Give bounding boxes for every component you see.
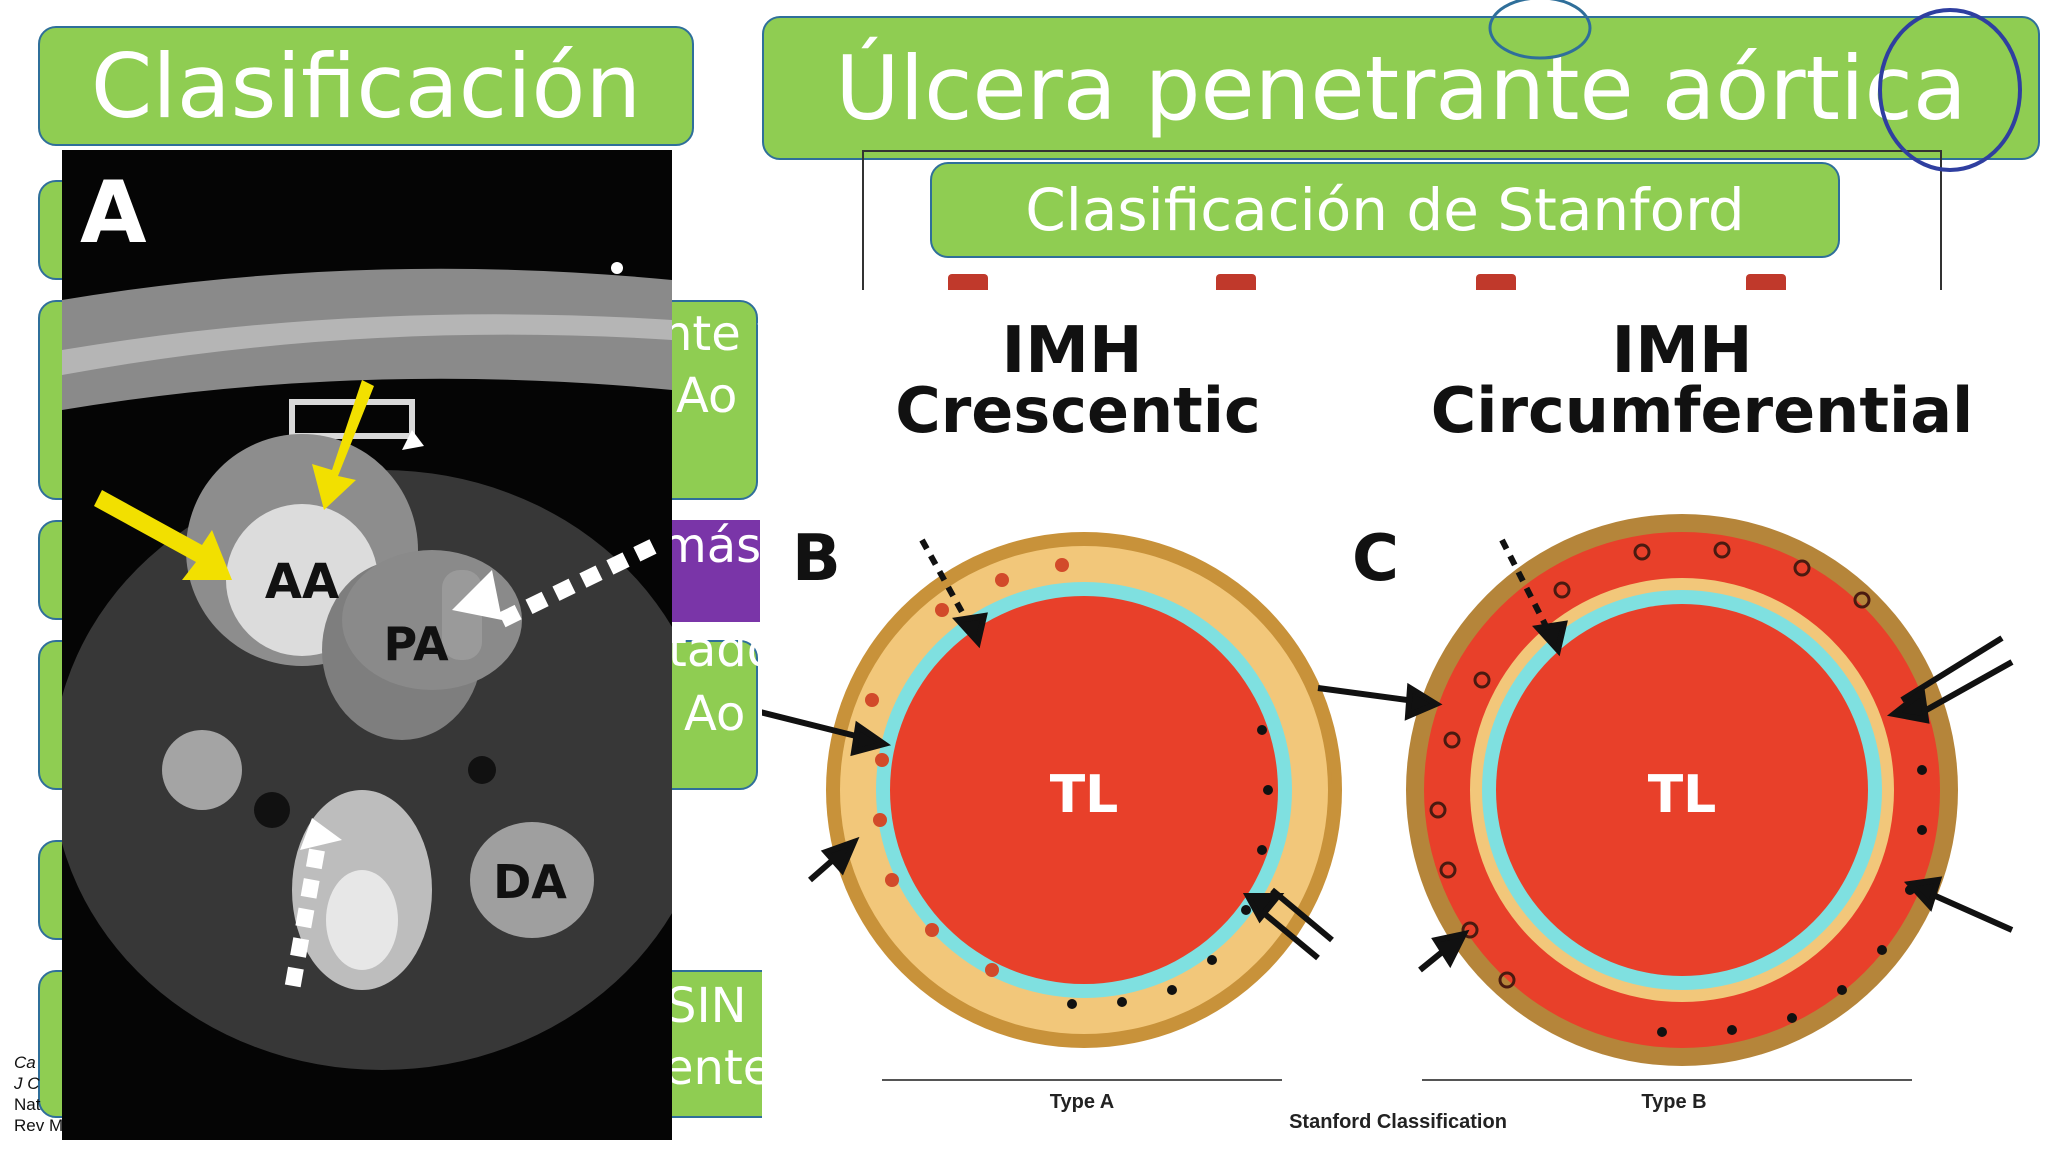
purple-highlight-box [660,520,760,622]
decorative-circles [1488,0,2022,172]
slide-title-right-text: Úlcera penetrante aórtica [835,36,1967,140]
right-panel-letter: C [1352,522,1399,596]
ct-label-aa: AA [265,554,339,610]
citation-line-2: J C [14,1074,40,1093]
slide-title-left-text: Clasificación [90,34,642,138]
left-title-line2: Crescentic [895,374,1261,447]
right-title-line1: IMH [1611,314,1752,388]
ct-label-da: DA [493,855,567,909]
citation-line-3: Nat [14,1095,41,1114]
citation-line-4: Rev M [14,1116,64,1135]
stanford-diagram: IMH Crescentic B TL IMH Circumferential … [762,290,2032,1152]
bullet-fragment-6: SIN [666,978,747,1034]
citation: Ca J C Nat Rev M [14,1052,63,1136]
slide-title-left: Clasificación [38,26,694,146]
slide-title-right: Úlcera penetrante aórtica [762,16,2040,160]
bullet-fragment-3: más [660,518,762,574]
subtitle-text: Clasificación de Stanford [1025,176,1745,244]
bullet-fragment-4: tado [668,622,777,678]
right-lumen-label: TL [1648,765,1717,825]
ct-label-pa: PA [383,617,448,671]
bullet-fragment-5: Ao [684,686,746,742]
type-a-label: Type A [1050,1091,1114,1113]
left-title-line1: IMH [1001,314,1142,388]
right-arrows [1317,538,2014,973]
type-b-label: Type B [1641,1091,1706,1113]
ct-scan-image: A AA PA DA [52,150,712,1140]
bullet-fragment-2: Ao [676,368,738,424]
left-panel-letter: B [792,522,841,596]
crescentic-aorta: TL [826,532,1342,1048]
ct-panel-letter: A [80,163,147,263]
right-title-line2: Circumferential [1431,374,1974,447]
stanford-caption: Stanford Classification [1289,1111,1507,1133]
bullet-fragment-7: ente [664,1040,773,1096]
citation-line-1: Ca [14,1053,36,1072]
left-lumen-label: TL [1050,765,1119,825]
bullet-fragment-1: nte y [662,306,785,362]
circumferential-aorta: TL [1406,514,1958,1066]
subtitle-box: Clasificación de Stanford [930,162,1840,258]
left-arrows [762,538,1334,961]
